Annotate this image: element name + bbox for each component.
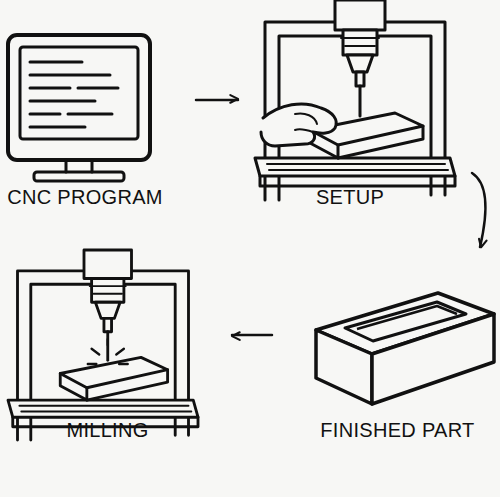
finished-part-step: FINISHED PART (300, 285, 495, 445)
flow-arrow (232, 334, 272, 337)
finished-part (316, 293, 494, 404)
program-step: CNC PROGRAM (2, 30, 168, 215)
setup-machine (255, 0, 455, 200)
monitor-icon (8, 35, 150, 181)
milling-step: MILLING (5, 250, 210, 445)
milling-machine (8, 250, 198, 440)
step-caption: FINISHED PART (320, 419, 474, 441)
step-caption: CNC PROGRAM (7, 186, 163, 208)
step-caption: SETUP (316, 186, 384, 208)
setup-step: SETUP (250, 0, 450, 215)
hand (261, 104, 336, 146)
flow-arrow (196, 99, 238, 102)
step-caption: MILLING (66, 419, 148, 441)
flow-arrow (472, 173, 485, 247)
